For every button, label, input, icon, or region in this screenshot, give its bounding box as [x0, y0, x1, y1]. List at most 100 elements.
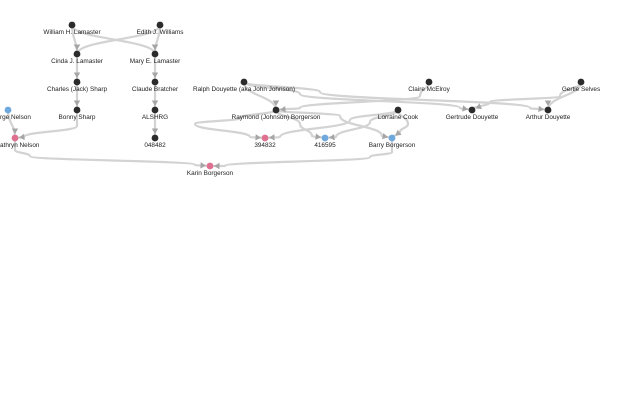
edge-claire-to-raymond: [274, 80, 431, 112]
person-dot-raymond[interactable]: [272, 106, 280, 114]
arrowhead-edith-to-mary: [151, 44, 159, 50]
person-dot-n048482[interactable]: [151, 134, 159, 142]
person-node-n416595[interactable]: 416595: [314, 134, 336, 149]
arrowhead-lorraine-to-barry: [395, 129, 402, 136]
edge-raymond-to-n394832: [193, 108, 278, 140]
person-dot-mary[interactable]: [151, 50, 159, 58]
person-node-alshrg[interactable]: ALSHRG: [142, 106, 168, 121]
arrowhead-mary-to-claude: [151, 72, 159, 78]
person-label-n394832: 394832: [254, 142, 276, 149]
person-dot-arthur[interactable]: [544, 106, 552, 114]
person-label-barry: Barry Borgerson: [369, 142, 416, 149]
person-dot-william[interactable]: [68, 21, 76, 29]
person-dot-cinda[interactable]: [73, 50, 81, 58]
person-node-bonny[interactable]: Bonny Sharp: [59, 106, 96, 121]
person-node-kathrynnelson[interactable]: athryn Nelson: [0, 134, 40, 149]
person-label-claire: Claire McElroy: [408, 86, 450, 93]
arrowhead-cinda-to-charles: [73, 72, 81, 78]
person-label-n048482: 048482: [144, 142, 166, 149]
arrowhead-barry-to-karin: [214, 162, 220, 170]
person-dot-n416595[interactable]: [321, 134, 329, 142]
person-node-barry[interactable]: Barry Borgerson: [369, 134, 416, 149]
arrowhead-alshrg-to-n048482: [151, 128, 159, 134]
person-dot-georgenelson[interactable]: [4, 106, 12, 114]
person-node-karin[interactable]: Karin Borgerson: [187, 162, 234, 177]
person-dot-kathrynnelson[interactable]: [11, 134, 19, 142]
edge-kathrynnelson-to-karin: [13, 136, 212, 168]
person-label-arthur: Arthur Douyette: [526, 114, 571, 121]
person-dot-charles[interactable]: [73, 78, 81, 86]
arrowhead-raymond-to-barry: [382, 132, 389, 140]
relationship-arrowheads: [11, 44, 552, 170]
arrowhead-lorraine-to-n394832: [268, 134, 275, 141]
arrowhead-ralph-to-raymond: [272, 100, 280, 106]
person-label-alshrg: ALSHRG: [142, 114, 168, 121]
person-label-georgenelson: rge Nelson: [0, 114, 31, 121]
person-node-georgenelson[interactable]: rge Nelson: [0, 106, 31, 121]
person-label-raymond: Raymond (Johnson) Borgerson: [232, 114, 321, 121]
person-node-charles[interactable]: Charles (Jack) Sharp: [47, 78, 107, 93]
arrowhead-ralph-to-gertrude: [462, 105, 469, 112]
person-label-william: William H. Lamaster: [43, 29, 101, 36]
arrowhead-raymond-to-n416595: [315, 133, 322, 140]
arrowhead-claire-to-raymond: [279, 106, 286, 113]
person-dot-claude[interactable]: [151, 78, 159, 86]
person-node-n048482[interactable]: 048482: [144, 134, 166, 149]
person-node-william[interactable]: William H. Lamaster: [43, 21, 101, 36]
person-node-gertrude[interactable]: Gertrude Douyette: [446, 106, 499, 121]
person-dot-barry[interactable]: [388, 134, 396, 142]
person-label-lorraine: Lorraine Cook: [378, 114, 419, 121]
arrowhead-charles-to-bonny: [73, 100, 81, 106]
edge-barry-to-karin: [208, 136, 394, 168]
person-node-claire[interactable]: Claire McElroy: [408, 78, 451, 93]
person-dot-edith[interactable]: [156, 21, 164, 29]
person-label-charles: Charles (Jack) Sharp: [47, 86, 107, 93]
person-label-gertrude: Gertrude Douyette: [446, 114, 499, 121]
person-node-ralph[interactable]: Ralph Douyette (aka John Johnson): [193, 78, 295, 93]
arrowhead-bonny-to-kathrynnelson: [18, 133, 25, 141]
person-dot-lorraine[interactable]: [394, 106, 402, 114]
person-dot-n394832[interactable]: [261, 134, 269, 142]
edge-ralph-to-arthur: [242, 80, 550, 112]
person-dot-gertie[interactable]: [577, 78, 585, 86]
person-nodes: William H. Lamaster Edith J. WilliamsCind…: [0, 21, 600, 177]
person-dot-karin[interactable]: [206, 162, 214, 170]
arrowhead-kathrynnelson-to-karin: [200, 162, 207, 169]
person-dot-claire[interactable]: [425, 78, 433, 86]
arrowhead-raymond-to-n394832: [255, 134, 262, 141]
person-node-arthur[interactable]: Arthur Douyette: [526, 106, 571, 121]
edge-edith-to-cinda: [75, 23, 162, 56]
person-label-edith: Edith J. Williams: [137, 29, 184, 36]
person-label-karin: Karin Borgerson: [187, 170, 234, 177]
arrowhead-gertie-to-arthur: [544, 100, 552, 106]
person-label-kathrynnelson: athryn Nelson: [0, 142, 40, 149]
person-node-cinda[interactable]: Cinda J. Lamaster: [51, 50, 104, 65]
person-label-gertie: Gertie Selves: [562, 86, 600, 93]
person-label-bonny: Bonny Sharp: [59, 114, 96, 121]
person-label-cinda: Cinda J. Lamaster: [51, 58, 104, 65]
arrowhead-edith-to-cinda: [73, 44, 81, 50]
person-label-claude: Claude Bratcher: [132, 86, 179, 93]
person-node-raymond[interactable]: Raymond (Johnson) Borgerson: [232, 106, 321, 121]
person-node-n394832[interactable]: 394832: [254, 134, 276, 149]
person-node-edith[interactable]: Edith J. Williams: [137, 21, 184, 36]
edge-gertie-to-gertrude: [470, 80, 583, 112]
person-node-lorraine[interactable]: Lorraine Cook: [378, 106, 419, 121]
person-node-gertie[interactable]: Gertie Selves: [562, 78, 600, 93]
arrowhead-georgenelson-to-kathrynnelson: [11, 128, 19, 134]
person-label-mary: Mary E. Lamaster: [130, 58, 181, 65]
arrowhead-lorraine-to-n416595: [328, 133, 335, 141]
person-dot-bonny[interactable]: [73, 106, 81, 114]
person-node-claude[interactable]: Claude Bratcher: [132, 78, 179, 93]
person-dot-ralph[interactable]: [240, 78, 248, 86]
person-label-n416595: 416595: [314, 142, 336, 149]
person-node-mary[interactable]: Mary E. Lamaster: [130, 50, 181, 65]
relationship-edges: [6, 23, 583, 168]
arrowhead-ralph-to-arthur: [538, 105, 545, 113]
arrowhead-claude-to-alshrg: [151, 100, 159, 106]
person-dot-alshrg[interactable]: [151, 106, 159, 114]
person-dot-gertrude[interactable]: [468, 106, 476, 114]
person-label-ralph: Ralph Douyette (aka John Johnson): [193, 86, 295, 93]
arrowhead-gertie-to-gertrude: [475, 103, 482, 110]
